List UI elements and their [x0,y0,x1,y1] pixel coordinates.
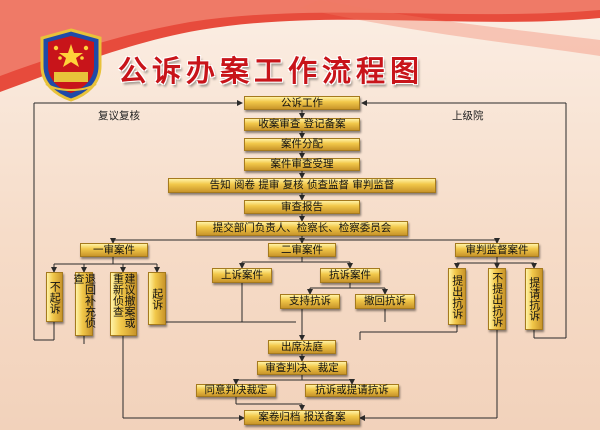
ershen-chehui-kangsu[interactable]: 撤回抗诉 [355,294,415,309]
yishen-bu-qisu[interactable]: 不起诉 [46,272,63,322]
jiandu-tichu-kangsu[interactable]: 提出抗诉 [448,268,466,325]
step-shencha-baogao[interactable]: 审查报告 [244,200,360,214]
step-anjian-fenpei[interactable]: 案件分配 [244,138,360,151]
jiandu-butichu-kangsu[interactable]: 不提出抗诉 [488,268,506,330]
yishen-qisu[interactable]: 起诉 [148,272,166,325]
yishen-jianyi-chean[interactable]: 建议撤案或重新侦查 [110,272,137,336]
step-gaozhi-yuejuan[interactable]: 告知 阅卷 提审 复核 侦查监督 审判监督 [168,178,436,193]
page-title: 公诉办案工作流程图 [118,54,425,88]
step-anjuan-guidang[interactable]: 案卷归档 报送备案 [244,410,360,425]
label-shangji-yuan: 上级院 [452,110,484,122]
step-tongyi-panjue[interactable]: 同意判决裁定 [196,384,276,397]
step-chuxi-fating[interactable]: 出席法庭 [268,340,336,354]
label-fuyi-fuhe: 复议复核 [98,110,140,122]
branch-yishen[interactable]: 一审案件 [80,243,148,257]
branch-ershen[interactable]: 二审案件 [268,243,336,257]
step-shencha-panjue[interactable]: 审查判决、裁定 [257,361,347,375]
ershen-kangsu[interactable]: 抗诉案件 [320,268,380,283]
step-shencha-shouli[interactable]: 案件审查受理 [244,158,360,171]
decorative-swoosh [0,0,600,92]
step-kangsu-tiqing[interactable]: 抗诉或提请抗诉 [305,384,399,397]
jiandu-tiqing-kangsu[interactable]: 提请抗诉 [525,268,543,330]
step-tijiao-bumen[interactable]: 提交部门负责人、检察长、检察委员会 [196,221,408,236]
procuratorate-emblem-icon [40,28,102,102]
ershen-shangsu[interactable]: 上诉案件 [212,268,272,283]
ershen-zhichi-kangsu[interactable]: 支持抗诉 [280,294,340,309]
branch-shenpan-jiandu[interactable]: 审判监督案件 [455,243,539,257]
step-gongsu-gongzuo[interactable]: 公诉工作 [244,96,360,110]
step-shouan-dengji[interactable]: 收案审查 登记备案 [244,118,360,131]
yishen-tuihui-buchong[interactable]: 退回补充侦查 [72,272,97,336]
